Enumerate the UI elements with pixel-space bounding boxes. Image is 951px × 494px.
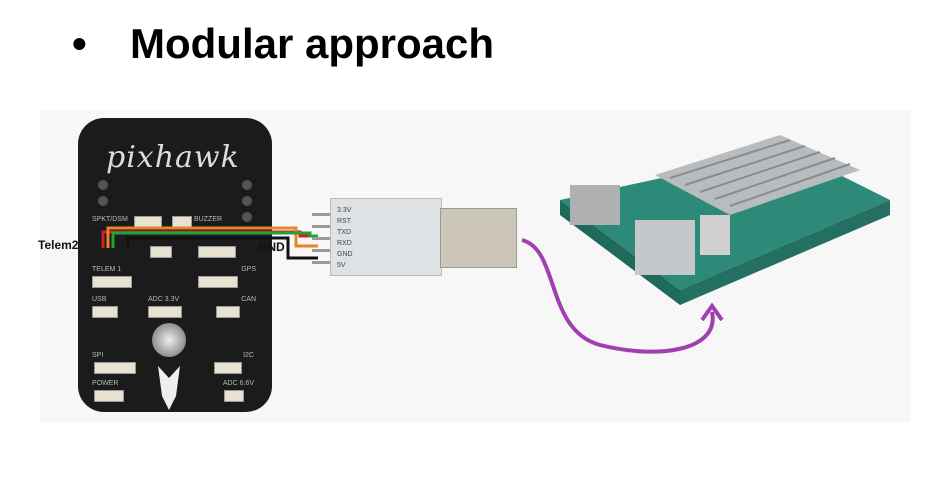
slide-title: • Modular approach [72,20,494,68]
pin-label: RXD [337,240,352,247]
usb-serial-adapter: 3.3V RST TXD RXD GND 5V [330,198,442,276]
port-label: ADC 6.6V [222,380,254,387]
port-label: POWER [92,380,119,387]
pin-label: GND [337,251,353,258]
pixhawk-logo: pixhawk [106,140,240,175]
usb-plug [440,208,517,268]
arrow-icon [158,366,180,410]
pin-label: 3.3V [337,207,352,214]
telem2-label: Telem2 [38,238,79,252]
gnd-wire [126,236,318,260]
port-label: BUZZER [194,216,222,223]
pixhawk-board: pixhawk SPKT/DSM BUZZER TELEM 1 GPS USB … [78,118,272,412]
port-label: SPKT/DSM [92,216,128,223]
usb-link-line [521,238,715,354]
port-label: GPS [241,266,256,273]
bullet: • [72,20,87,67]
title-text: Modular approach [130,20,495,67]
port-label: CAN [241,296,256,303]
companion-computer-board [560,135,890,305]
port-label: TELEM 1 [92,266,122,273]
gnd-label: GND [258,240,285,254]
tx-wire [111,231,318,248]
arrowhead-icon [700,302,724,322]
pin-label: RST [337,218,351,225]
port-label: I2C [243,352,254,359]
safety-button [152,323,186,357]
port-label: ADC 3.3V [148,296,180,303]
port-label: SPI [92,352,104,359]
pin-label: 5V [337,262,346,269]
port-label: USB [92,296,107,303]
rx-wire [106,226,318,248]
pin-label: TXD [337,229,351,236]
